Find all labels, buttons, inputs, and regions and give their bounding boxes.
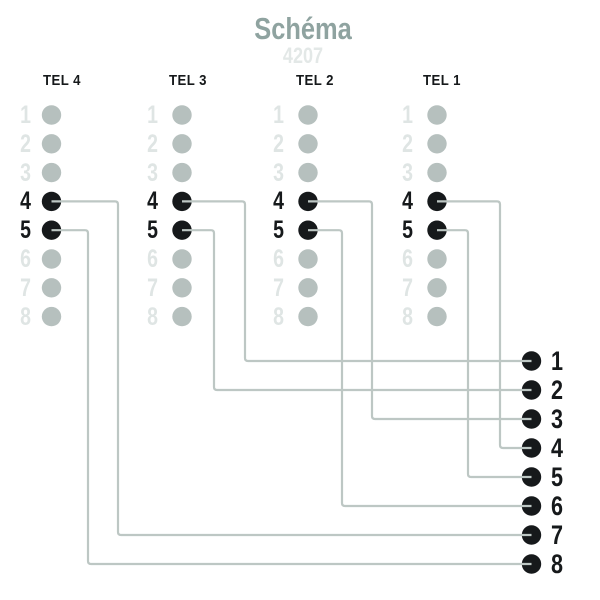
tel-2-pin-1-label: 1 xyxy=(273,101,284,129)
tel-2-pin-3-label: 3 xyxy=(273,158,284,187)
tel-4-pin-6-label: 6 xyxy=(20,245,31,273)
tel-3-pin-4-label: 4 xyxy=(147,187,158,216)
wire-tel-1-pin-5-to-output-5 xyxy=(437,229,532,479)
tel-2-pin-7-dot xyxy=(298,278,318,298)
tel-3-pin-1-dot xyxy=(172,105,192,125)
output-pin-5-label: 5 xyxy=(551,462,564,492)
tel-2-pin-3-dot xyxy=(298,162,318,183)
tel-3-pin-3-label: 3 xyxy=(147,158,158,187)
tel-1-pin-3-dot xyxy=(427,162,447,183)
tel-3-pin-8-dot xyxy=(172,306,192,327)
wire-tel-4-pin-4-to-output-7 xyxy=(51,200,532,537)
tel-4-pin-2-dot xyxy=(41,134,62,154)
tel-3-pin-8-label: 8 xyxy=(147,302,158,331)
tel-1-pin-2-label: 2 xyxy=(402,129,413,158)
output-pin-4-label: 4 xyxy=(551,433,564,463)
tel-4-pin-8-dot xyxy=(41,306,62,327)
tel-3-pin-6-label: 6 xyxy=(147,245,158,273)
tel-3-pin-2-label: 2 xyxy=(147,129,158,158)
diagram-title: Schéma xyxy=(254,11,352,46)
tel-2-pin-8-label: 8 xyxy=(273,302,284,331)
tel-1-pin-8-label: 8 xyxy=(402,302,413,331)
output-pin-2-label: 2 xyxy=(551,375,564,405)
connector-label-tel-2: TEL 2 xyxy=(296,72,334,89)
tel-1-pin-8-dot xyxy=(427,306,447,327)
wire-tel-2-pin-5-to-output-6 xyxy=(308,229,532,508)
tel-4-pin-6-dot xyxy=(41,249,62,269)
tel-1-pin-6-dot xyxy=(427,249,447,269)
diagram-subtitle: 4207 xyxy=(282,43,324,68)
tel-2-pin-7-label: 7 xyxy=(273,273,284,302)
tel-4-pin-7-label: 7 xyxy=(20,273,31,302)
tel-2-pin-2-label: 2 xyxy=(273,129,284,158)
tel-2-pin-6-dot xyxy=(298,249,318,269)
tel-1-pin-7-dot xyxy=(427,278,447,298)
wire-tel-3-pin-5-to-output-2 xyxy=(182,229,532,392)
tel-4-pin-1-dot xyxy=(41,105,62,125)
connector-label-tel-3: TEL 3 xyxy=(169,72,207,89)
tel-2-pin-5-label: 5 xyxy=(273,216,284,245)
tel-4-pin-4-label: 4 xyxy=(20,187,31,216)
wire-tel-2-pin-4-to-output-3 xyxy=(308,200,532,421)
tel-1-pin-7-label: 7 xyxy=(402,273,413,302)
connector-label-tel-4: TEL 4 xyxy=(43,72,81,89)
output-pin-3-label: 3 xyxy=(551,404,564,434)
tel-3-pin-5-label: 5 xyxy=(147,216,158,245)
tel-4-pin-5-label: 5 xyxy=(20,216,31,245)
tel-2-pin-1-dot xyxy=(298,105,318,125)
wire-tel-4-pin-5-to-output-8 xyxy=(51,229,532,566)
output-pin-8-label: 8 xyxy=(551,549,564,579)
tel-3-pin-6-dot xyxy=(172,249,192,269)
tel-4-pin-2-label: 2 xyxy=(20,129,31,158)
tel-3-pin-1-label: 1 xyxy=(147,101,158,129)
tel-2-pin-2-dot xyxy=(298,134,318,154)
tel-1-pin-3-label: 3 xyxy=(402,158,413,187)
tel-1-pin-2-dot xyxy=(427,134,447,154)
tel-1-pin-1-label: 1 xyxy=(402,101,413,129)
tel-4-pin-3-dot xyxy=(41,162,62,183)
output-pin-1-label: 1 xyxy=(551,346,564,376)
tel-3-pin-3-dot xyxy=(172,162,192,183)
tel-3-pin-2-dot xyxy=(172,134,192,154)
tel-1-pin-6-label: 6 xyxy=(402,245,413,273)
tel-2-pin-8-dot xyxy=(298,306,318,327)
wire-tel-1-pin-4-to-output-4 xyxy=(437,200,532,450)
tel-4-pin-7-dot xyxy=(41,278,62,298)
tel-4-pin-8-label: 8 xyxy=(20,302,31,331)
tel-3-pin-7-label: 7 xyxy=(147,273,158,302)
output-pin-6-label: 6 xyxy=(551,491,564,521)
wire-tel-3-pin-4-to-output-1 xyxy=(182,200,532,363)
tel-3-pin-7-dot xyxy=(172,278,192,298)
connector-label-tel-1: TEL 1 xyxy=(423,72,461,89)
tel-2-pin-6-label: 6 xyxy=(273,245,284,273)
tel-1-pin-1-dot xyxy=(427,105,447,125)
tel-4-pin-3-label: 3 xyxy=(20,158,31,187)
tel-1-pin-4-label: 4 xyxy=(402,187,413,216)
tel-1-pin-5-label: 5 xyxy=(402,216,413,245)
tel-4-pin-1-label: 1 xyxy=(20,101,31,129)
output-pin-7-label: 7 xyxy=(551,520,564,550)
tel-2-pin-4-label: 4 xyxy=(273,187,284,216)
